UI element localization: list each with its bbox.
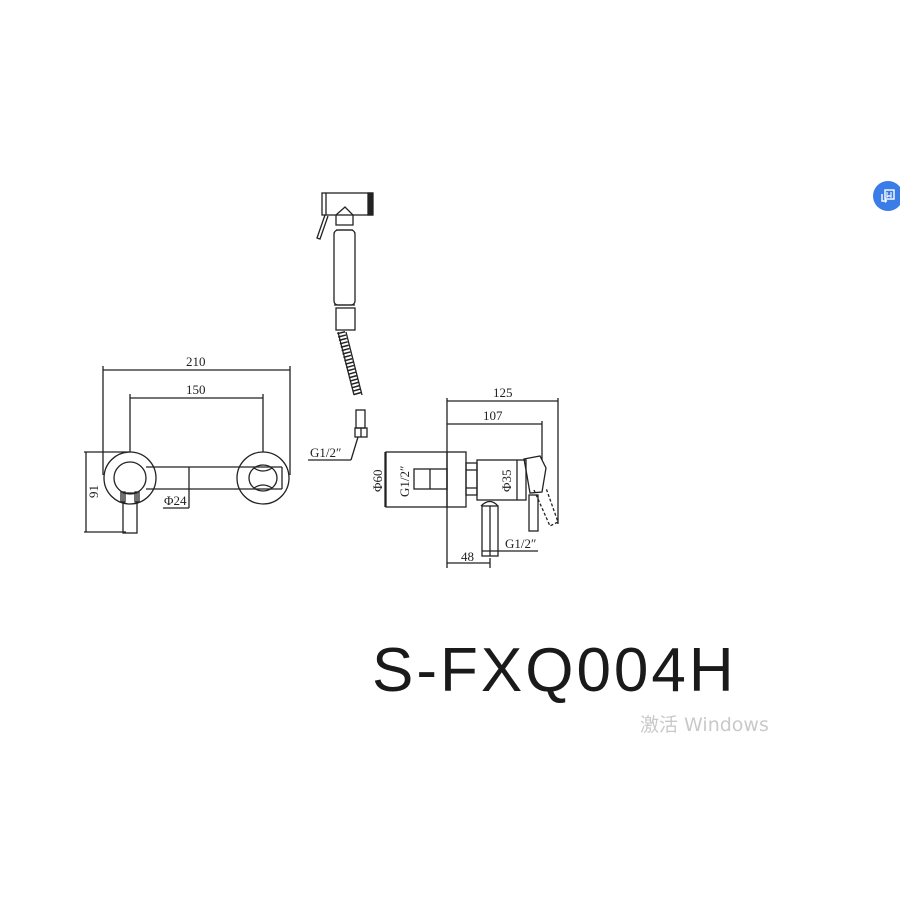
windows-activation-watermark: 激活 Windows bbox=[640, 714, 769, 736]
front-view bbox=[84, 366, 291, 534]
side-view bbox=[384, 398, 559, 568]
sprayer-illustration bbox=[308, 192, 374, 461]
dim-body-depth: 107 bbox=[483, 408, 503, 423]
model-code: S-FXQ004H bbox=[372, 636, 737, 705]
dim-height: 91 bbox=[86, 485, 101, 498]
dim-center-distance: 150 bbox=[186, 382, 206, 397]
translate-screenshot-icon bbox=[881, 189, 895, 203]
dim-overall-width: 210 bbox=[186, 354, 206, 369]
dim-flange-diameter: Φ60 bbox=[370, 469, 385, 492]
dim-outlet-thread: G1/2″ bbox=[505, 536, 536, 551]
dim-overall-depth: 125 bbox=[493, 385, 513, 400]
dim-pipe-diameter: Φ24 bbox=[164, 493, 187, 508]
dim-body-diameter: Φ35 bbox=[499, 469, 514, 492]
dim-outlet-offset: 48 bbox=[461, 549, 474, 564]
sprayer-hose-thread: G1/2″ bbox=[310, 445, 341, 460]
dim-inlet-thread: G1/2″ bbox=[397, 466, 412, 497]
floating-action-button[interactable] bbox=[873, 181, 900, 211]
